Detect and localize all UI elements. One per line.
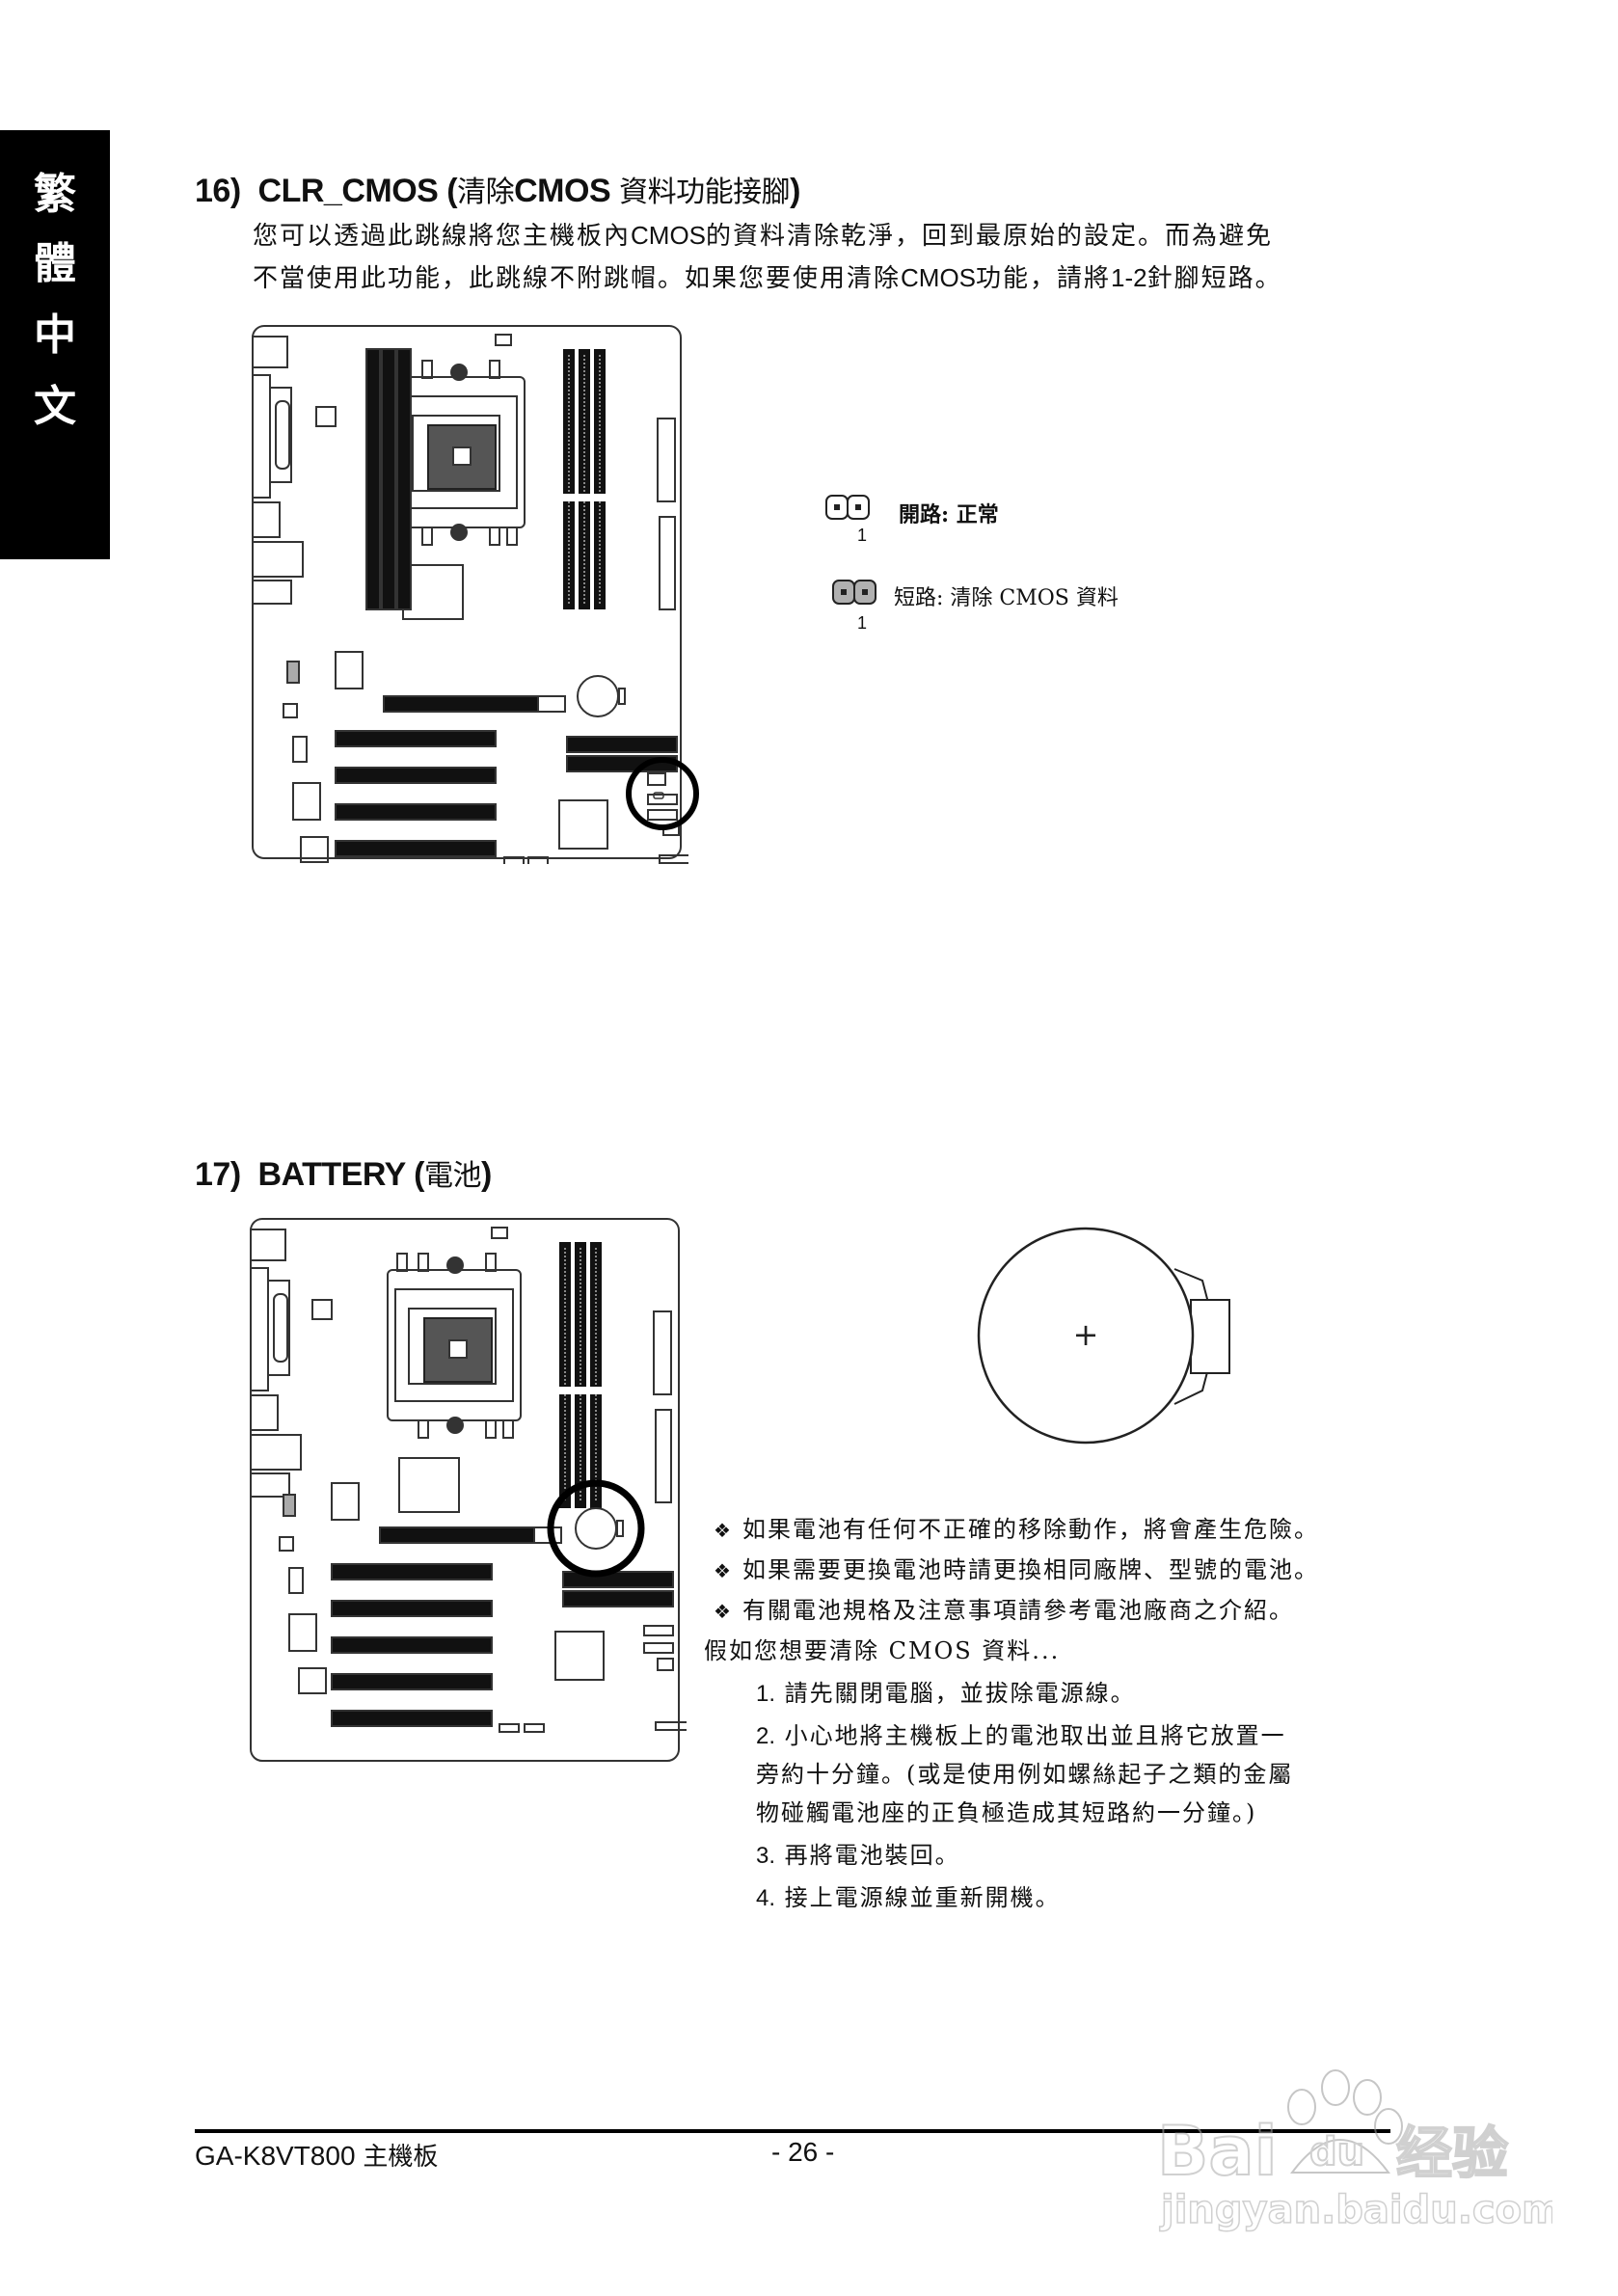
footer-model: GA-K8VT800 主機板 <box>195 2141 439 2172</box>
footer-rule <box>195 2129 1390 2133</box>
clear-cmos-step: 2. 小心地將主機板上的電池取出並且將它放置一 <box>756 1722 1286 1749</box>
jumper-closed-pin1-label: 1 <box>857 613 868 633</box>
battery-plus-symbol: + <box>1073 1316 1099 1353</box>
side-tab-char: 文 <box>34 382 76 431</box>
page-number: - 26 - <box>771 2137 835 2167</box>
language-side-tab: 繁 體 中 文 <box>0 130 110 559</box>
diamond-bullet-icon: ❖ <box>714 1600 731 1623</box>
jumper-open-icon <box>825 495 870 520</box>
battery-warning-bullet: ❖有關電池規格及注意事項請參考電池廠商之介紹。 <box>714 1597 1294 1624</box>
battery-holder-diagram: + <box>977 1227 1230 1445</box>
section-16-paragraph-line-1: 您可以透過此跳線將您主機板內CMOS的資料清除乾淨，回到最原始的設定。而為避免 <box>253 221 1274 251</box>
clear-cmos-step: 1. 請先關閉電腦，並拔除電源線。 <box>756 1680 1136 1707</box>
svg-text:Bai: Bai <box>1157 2112 1278 2191</box>
baidu-jingyan-watermark: Bai du 经验 jingyan.baidu.com <box>1156 2069 1552 2233</box>
section-16-paragraph-line-2: 不當使用此功能，此跳線不附跳帽。如果您要使用清除CMOS功能，請將1-2針腳短路… <box>253 263 1282 293</box>
svg-text:du: du <box>1309 2130 1364 2174</box>
jumper-closed-label: 短路: 清除 CMOS 資料 <box>894 586 1119 610</box>
clear-cmos-intro: 假如您想要清除 CMOS 資料... <box>704 1637 1061 1664</box>
section-16-heading: 16) CLR_CMOS (清除CMOS 資料功能接腳) <box>195 173 800 209</box>
jumper-open-pin1-label: 1 <box>857 526 868 545</box>
clear-cmos-step: 4. 接上電源線並重新開機。 <box>756 1884 1061 1911</box>
jumper-open-label: 開路: 正常 <box>899 502 999 527</box>
clr-cmos-highlight-circle <box>626 757 699 830</box>
jumper-closed-icon <box>832 580 876 605</box>
side-tab-char: 體 <box>34 239 76 288</box>
clear-cmos-step-continued: 物碰觸電池座的正負極造成其短路約一分鐘。) <box>756 1799 1257 1826</box>
side-tab-char: 中 <box>34 311 76 360</box>
clear-cmos-step-continued: 旁約十分鐘。(或是使用例如螺絲起子之類的金屬 <box>756 1761 1294 1788</box>
battery-warning-bullet: ❖如果電池有任何不正確的移除動作，將會產生危險。 <box>714 1516 1319 1543</box>
side-tab-char: 繁 <box>34 170 76 219</box>
diamond-bullet-icon: ❖ <box>714 1519 731 1542</box>
motherboard-diagram-clr-cmos <box>252 325 688 864</box>
section-17-heading: 17) BATTERY (電池) <box>195 1156 492 1193</box>
diamond-bullet-icon: ❖ <box>714 1559 731 1582</box>
battery-warning-bullet: ❖如果需要更換電池時請更換相同廠牌、型號的電池。 <box>714 1556 1319 1583</box>
svg-text:经验: 经验 <box>1396 2120 1508 2186</box>
battery-highlight-circle <box>547 1479 645 1578</box>
motherboard-diagram-battery <box>250 1218 687 1762</box>
clear-cmos-step: 3. 再將電池裝回。 <box>756 1842 960 1869</box>
svg-text:jingyan.baidu.com: jingyan.baidu.com <box>1159 2188 1552 2232</box>
